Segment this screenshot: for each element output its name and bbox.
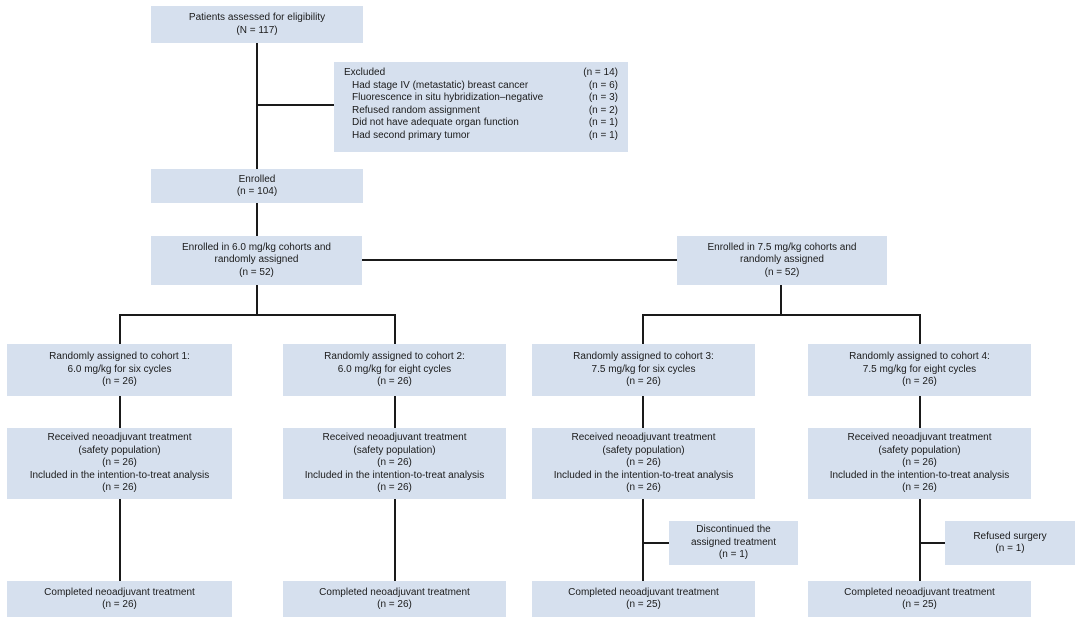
received-n: (n = 26) [377,457,412,469]
arm-n: (n = 52) [764,266,800,278]
cohort-assign-title: Randomly assigned to cohort 3: [573,351,714,363]
assessed-title: Patients assessed for eligibility [188,12,326,24]
cohort-3-received-box: Received neoadjuvant treatment (safety p… [532,428,755,499]
received-n: (n = 26) [902,457,937,469]
cohort-assign-n: (n = 26) [377,376,412,388]
itt-label: Included in the intention-to-treat analy… [553,469,734,481]
excluded-header: Excluded (n = 14) [344,67,618,80]
cohort-assign-n: (n = 26) [902,376,937,388]
discontinued-n: (n = 1) [718,549,749,561]
completed-n: (n = 26) [102,599,137,610]
received-title: Received neoadjuvant treatment [571,432,716,444]
excluded-reason-n: (n = 1) [588,117,618,129]
received-title: Received neoadjuvant treatment [47,432,192,444]
itt-n: (n = 26) [626,482,661,494]
cohort-assign-title: Randomly assigned to cohort 2: [324,351,465,363]
cohort-4-assign-box: Randomly assigned to cohort 4: 7.5 mg/kg… [808,344,1031,396]
enrolled-box: Enrolled (n = 104) [151,169,363,203]
excluded-title: Excluded [344,67,386,78]
arm-box-6mg: Enrolled in 6.0 mg/kg cohorts and random… [151,236,362,285]
received-population: (safety population) [602,444,685,456]
excluded-reason: Did not have adequate organ function (n … [344,117,618,130]
cohort-assign-title: Randomly assigned to cohort 1: [49,351,190,363]
arm-line1: Enrolled in 7.5 mg/kg cohorts and [707,241,857,253]
cohort-1-assign-box: Randomly assigned to cohort 1: 6.0 mg/kg… [7,344,232,396]
excluded-reason-n: (n = 3) [588,92,618,104]
excluded-reason-label: Had stage IV (metastatic) breast cancer [352,79,529,91]
received-population: (safety population) [878,444,961,456]
cohort-assign-title: Randomly assigned to cohort 4: [849,351,990,363]
arm-line2: randomly assigned [214,254,299,266]
itt-n: (n = 26) [377,482,412,494]
received-n: (n = 26) [102,457,137,469]
enrolled-n: (n = 104) [236,186,278,197]
itt-n: (n = 26) [902,482,937,494]
completed-title: Completed neoadjuvant treatment [844,586,995,598]
excluded-reason: Refused random assignment (n = 2) [344,105,618,118]
cohort-assign-dose: 7.5 mg/kg for eight cycles [862,363,977,375]
excluded-reason-n: (n = 2) [588,104,618,116]
cohort-3-assign-box: Randomly assigned to cohort 3: 7.5 mg/kg… [532,344,755,396]
discontinued-line1: Discontinued the [696,524,771,536]
arm-line2: randomly assigned [740,254,824,266]
received-title: Received neoadjuvant treatment [847,432,992,444]
arm-line1: Enrolled in 6.0 mg/kg cohorts and [182,241,331,253]
cohort-3-completed-box: Completed neoadjuvant treatment (n = 25) [532,581,755,617]
cohort-4-completed-box: Completed neoadjuvant treatment (n = 25) [808,581,1031,617]
cohort-2-completed-box: Completed neoadjuvant treatment (n = 26) [283,581,506,617]
excluded-reason-label: Fluorescence in situ hybridization–negat… [352,92,544,104]
discontinued-box: Discontinued the assigned treatment (n =… [669,521,798,565]
itt-label: Included in the intention-to-treat analy… [29,469,210,481]
excluded-reason-label: Refused random assignment [352,104,480,116]
cohort-4-received-box: Received neoadjuvant treatment (safety p… [808,428,1031,499]
refused-surgery-label: Refused surgery [973,530,1047,542]
completed-n: (n = 25) [902,599,937,610]
assessed-box: Patients assessed for eligibility (N = 1… [151,6,363,43]
arm-box-7mg: Enrolled in 7.5 mg/kg cohorts and random… [677,236,887,285]
received-population: (safety population) [78,444,161,456]
cohort-1-completed-box: Completed neoadjuvant treatment (n = 26) [7,581,232,617]
cohort-2-assign-box: Randomly assigned to cohort 2: 6.0 mg/kg… [283,344,506,396]
cohort-assign-dose: 6.0 mg/kg for eight cycles [337,363,452,375]
assessed-n: (N = 117) [236,24,278,36]
cohort-assign-dose: 7.5 mg/kg for six cycles [591,363,696,375]
completed-n: (n = 26) [377,599,412,610]
excluded-reason: Had stage IV (metastatic) breast cancer … [344,80,618,93]
completed-n: (n = 25) [626,599,661,610]
received-title: Received neoadjuvant treatment [322,432,467,444]
completed-title: Completed neoadjuvant treatment [568,586,719,598]
received-population: (safety population) [353,444,436,456]
cohort-assign-dose: 6.0 mg/kg for six cycles [67,363,172,375]
completed-title: Completed neoadjuvant treatment [319,586,470,598]
arm-n: (n = 52) [239,266,274,278]
excluded-reason-label: Had second primary tumor [352,129,470,141]
excluded-reason-label: Did not have adequate organ function [352,117,519,129]
excluded-reason: Fluorescence in situ hybridization–negat… [344,92,618,105]
completed-title: Completed neoadjuvant treatment [44,586,195,598]
itt-n: (n = 26) [102,482,137,494]
excluded-reason-n: (n = 6) [588,79,618,91]
cohort-assign-n: (n = 26) [102,376,137,388]
cohort-2-received-box: Received neoadjuvant treatment (safety p… [283,428,506,499]
excluded-reason: Had second primary tumor (n = 1) [344,130,618,143]
refused-surgery-n: (n = 1) [995,543,1025,554]
discontinued-line2: assigned treatment [690,536,777,548]
refused-surgery-box: Refused surgery (n = 1) [945,521,1075,565]
excluded-n: (n = 14) [583,67,618,78]
enrolled-title: Enrolled [238,173,276,185]
itt-label: Included in the intention-to-treat analy… [829,469,1010,481]
itt-label: Included in the intention-to-treat analy… [304,469,485,481]
excluded-reason-n: (n = 1) [588,129,618,141]
received-n: (n = 26) [626,457,661,469]
cohort-assign-n: (n = 26) [626,376,661,388]
cohort-1-received-box: Received neoadjuvant treatment (safety p… [7,428,232,499]
excluded-box: Excluded (n = 14) Had stage IV (metastat… [334,62,628,152]
